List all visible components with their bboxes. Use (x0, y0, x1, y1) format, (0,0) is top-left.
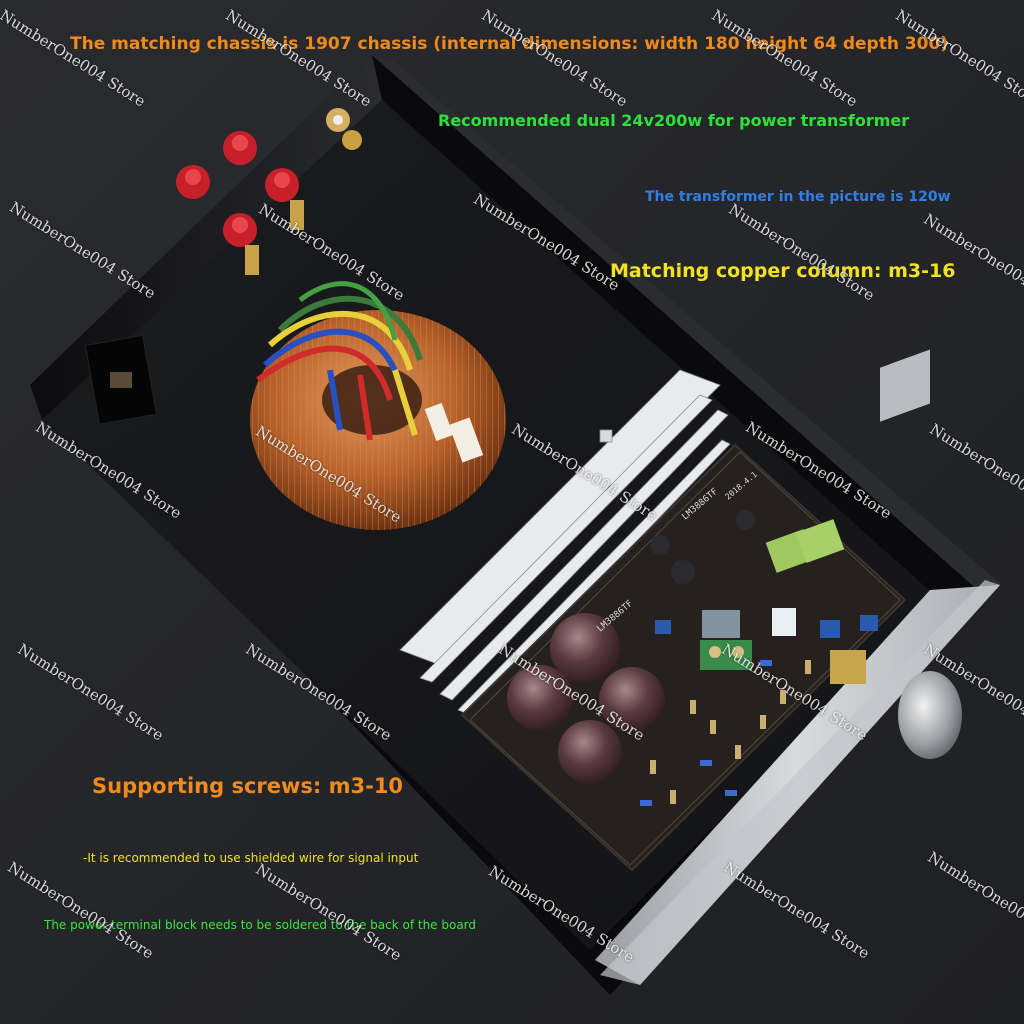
amplifier-pcb: LM3886TF LM3886TF 2018.4.1 (460, 443, 907, 872)
iec-socket (84, 334, 158, 425)
heatsink (399, 369, 731, 716)
chassis-back-wall (30, 55, 382, 420)
volume-knob (880, 349, 962, 759)
filter-capacitors (507, 510, 755, 784)
binding-posts (176, 131, 304, 275)
rca-jacks (326, 108, 362, 150)
caption-copper-column: Matching copper column: m3-16 (610, 260, 956, 282)
caption-transformer-recommendation: Recommended dual 24v200w for power trans… (438, 111, 910, 130)
caption-terminal-block: The power terminal block needs to be sol… (44, 918, 477, 932)
caption-screws: Supporting screws: m3-10 (92, 774, 404, 798)
caption-shielded-wire: -It is recommended to use shielded wire … (83, 851, 419, 865)
terminal-block (700, 640, 752, 670)
toroidal-transformer (250, 281, 506, 530)
caption-chassis: The matching chassis is 1907 chassis (in… (70, 34, 949, 54)
potentiometer (830, 650, 866, 684)
caption-transformer-picture: The transformer in the picture is 120w (645, 189, 951, 205)
film-capacitors (765, 519, 845, 573)
relay (702, 610, 740, 638)
